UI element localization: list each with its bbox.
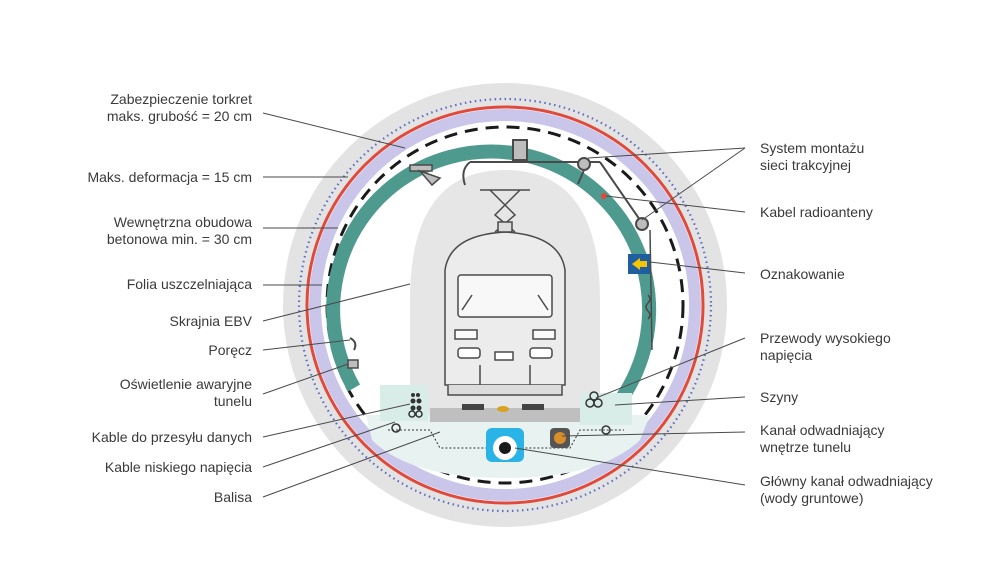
label-porecz: Poręcz [208, 342, 252, 358]
drainage-contour [388, 429, 624, 449]
label-oznakowanie: Oznakowanie [760, 266, 845, 282]
high-voltage-cables-icon [585, 391, 611, 435]
track-bed [430, 408, 580, 422]
shotcrete-dotted-line [297, 97, 713, 513]
label-oswietlenie: Oświetlenie awaryjne tunelu [119, 376, 252, 409]
label-folia: Folia uszczelniająca [126, 276, 252, 292]
wall-cable [649, 229, 653, 351]
catenary-support-icon [462, 139, 649, 231]
label-kabel-radio: Kabel radioanteny [760, 204, 873, 220]
wall-spring [645, 294, 651, 320]
label-montaz: System montażu sieci trakcyjnej [760, 140, 865, 173]
label-szyny: Szyny [760, 389, 799, 405]
drain-pipe-icon [486, 428, 524, 462]
label-skrajnia: Skrajnia EBV [169, 313, 252, 329]
inner-drain-icon [550, 428, 570, 448]
data-cables-icon [410, 393, 422, 411]
train-icon [444, 231, 566, 396]
label-kanal-glowny: Główny kanał odwadniający (wody gruntowe… [760, 473, 933, 506]
low-voltage-cables-icon [391, 410, 423, 433]
label-obudowa: Wewnętrzna obudowa betonowa min. = 30 cm [106, 214, 252, 247]
pantograph-icon [480, 189, 530, 233]
cable-duct-right [580, 393, 632, 425]
label-kable-niskie: Kable niskiego napięcia [104, 459, 252, 475]
label-balisa: Balisa [213, 489, 252, 505]
label-kanal-wewn: Kanał odwadniający wnętrze tunelu [760, 422, 885, 455]
sign-arrow-icon [628, 254, 650, 274]
radio-antenna-cable [601, 193, 607, 199]
rail-icon [462, 404, 544, 410]
inner-concrete-lining [326, 144, 657, 423]
emergency-light-icon [347, 359, 359, 369]
handrail-icon [349, 337, 357, 351]
label-kable-danych: Kable do przesyłu danych [91, 429, 252, 445]
balise-icon [497, 406, 509, 412]
label-wysokie: Przewody wysokiego napięcia [760, 330, 891, 363]
label-deformacja: Maks. deformacja = 15 cm [87, 169, 252, 185]
lamp-icon [409, 164, 442, 187]
membrane-band [309, 109, 701, 501]
label-torkret: Zabezpieczenie torkret maks. grubość = 2… [106, 91, 252, 124]
leader-lines [262, 112, 746, 498]
